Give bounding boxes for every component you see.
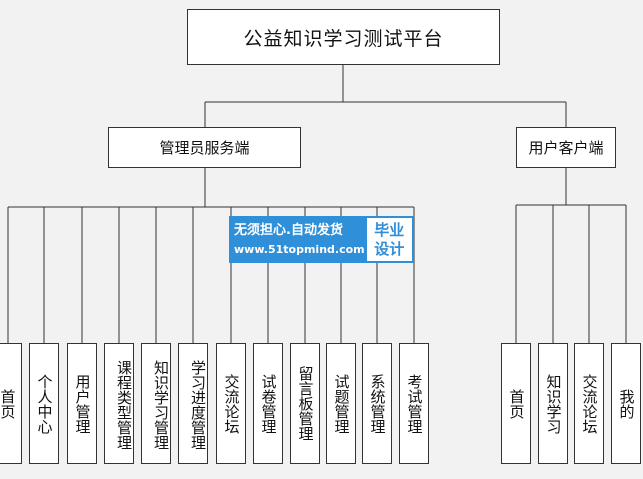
admin-label: 管理员服务端 (159, 139, 250, 157)
user-leaf-home: 首页 (501, 343, 531, 464)
leaf-label: 考试管理 (405, 373, 424, 434)
leaf-label: 个人中心 (35, 373, 54, 434)
watermark-url: www.51topmind.com (234, 242, 365, 256)
leaf-label: 交流论坛 (222, 373, 241, 434)
user-label: 用户客户端 (528, 139, 604, 157)
user-node: 用户客户端 (516, 127, 616, 168)
watermark-tag-line1: 毕业 (374, 220, 405, 239)
leaf-label: 首页 (0, 388, 17, 419)
watermark-tag: 毕业 设计 (366, 218, 412, 261)
root-label: 公益知识学习测试平台 (243, 27, 444, 50)
admin-leaf-exam-management: 考试管理 (399, 343, 429, 464)
admin-leaf-personal-center: 个人中心 (29, 343, 59, 464)
leaf-label: 交流论坛 (580, 373, 599, 434)
watermark-banner: 无须担心.自动发货 www.51topmind.com 毕业 设计 (229, 216, 414, 263)
admin-leaf-message-board-management: 留言板管理 (290, 343, 320, 464)
admin-leaf-user-management: 用户管理 (67, 343, 97, 464)
admin-leaf-forum: 交流论坛 (216, 343, 246, 464)
leaf-label: 学习进度管理 (189, 359, 207, 450)
admin-leaf-course-type-management: 课程类型管理 (104, 343, 134, 464)
watermark-slogan: 无须担心.自动发货 (234, 222, 343, 238)
leaf-label: 试卷管理 (259, 373, 278, 434)
admin-leaf-question-management: 试题管理 (326, 343, 356, 464)
admin-leaf-knowledge-learning-management: 知识学习管理 (141, 343, 171, 464)
admin-leaf-system-management: 系统管理 (362, 343, 392, 464)
user-leaf-forum: 交流论坛 (574, 343, 604, 464)
admin-leaf-learning-progress-management: 学习进度管理 (178, 343, 208, 464)
admin-leaf-exam-paper-management: 试卷管理 (253, 343, 283, 464)
admin-node: 管理员服务端 (108, 127, 301, 168)
leaf-label: 系统管理 (368, 373, 387, 434)
user-leaf-mine: 我的 (611, 343, 641, 464)
leaf-label: 知识学习 (544, 373, 563, 434)
leaf-label: 留言板管理 (296, 366, 315, 441)
leaf-label: 试题管理 (332, 373, 351, 434)
leaf-label: 我的 (617, 388, 636, 419)
leaf-label: 课程类型管理 (115, 359, 133, 450)
admin-leaf-home: 首页 (0, 343, 22, 464)
leaf-label: 用户管理 (73, 373, 92, 434)
root-node: 公益知识学习测试平台 (187, 9, 500, 65)
leaf-label: 首页 (507, 388, 526, 419)
leaf-label: 知识学习管理 (152, 359, 170, 450)
user-leaf-knowledge-learning: 知识学习 (538, 343, 568, 464)
watermark-tag-line2: 设计 (374, 239, 405, 258)
